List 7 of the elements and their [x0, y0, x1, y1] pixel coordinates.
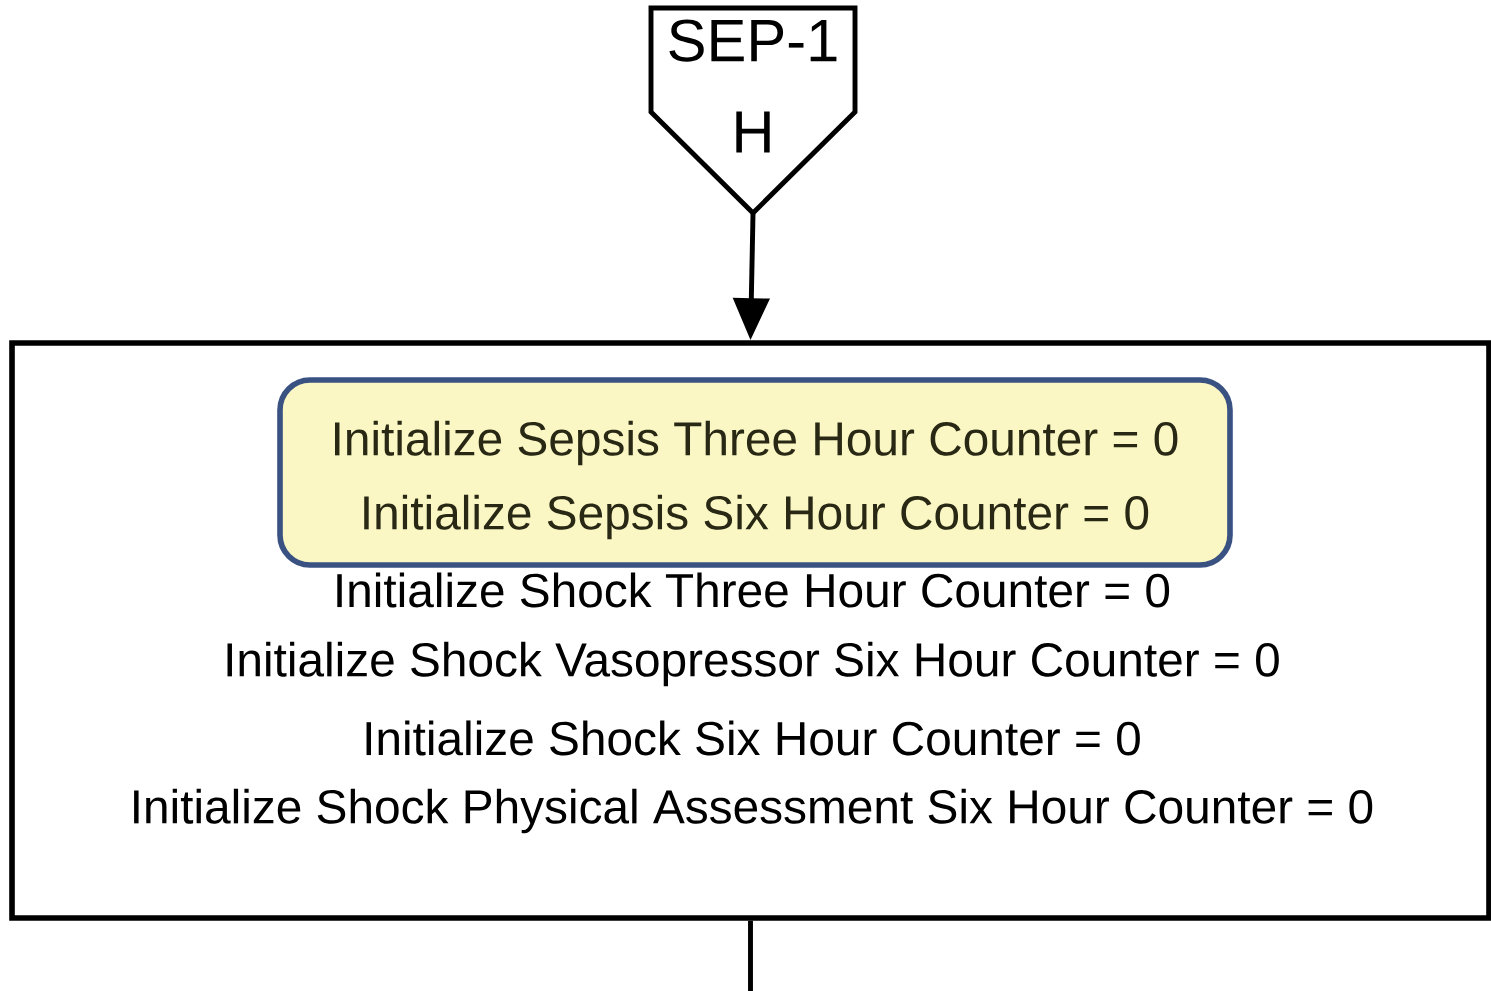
text-line: Initialize Shock Physical Assessment Six Hour Counter = 0 — [134, 788, 1373, 834]
text-line: Initialize Sepsis Three Hour Counter = 0 — [335, 420, 1178, 466]
text-line: Initialize Shock Vasopressor Six Hour Counter = 0 — [227, 641, 1279, 687]
text-line: Initialize Shock Three Hour Counter = 0 — [337, 572, 1170, 608]
text-line: Initialize Sepsis Six Hour Counter = 0 — [364, 494, 1149, 540]
text-line: Initialize Shock Six Hour Counter = 0 — [366, 720, 1140, 756]
off-page-connector: SEP-1 H — [648, 5, 858, 217]
